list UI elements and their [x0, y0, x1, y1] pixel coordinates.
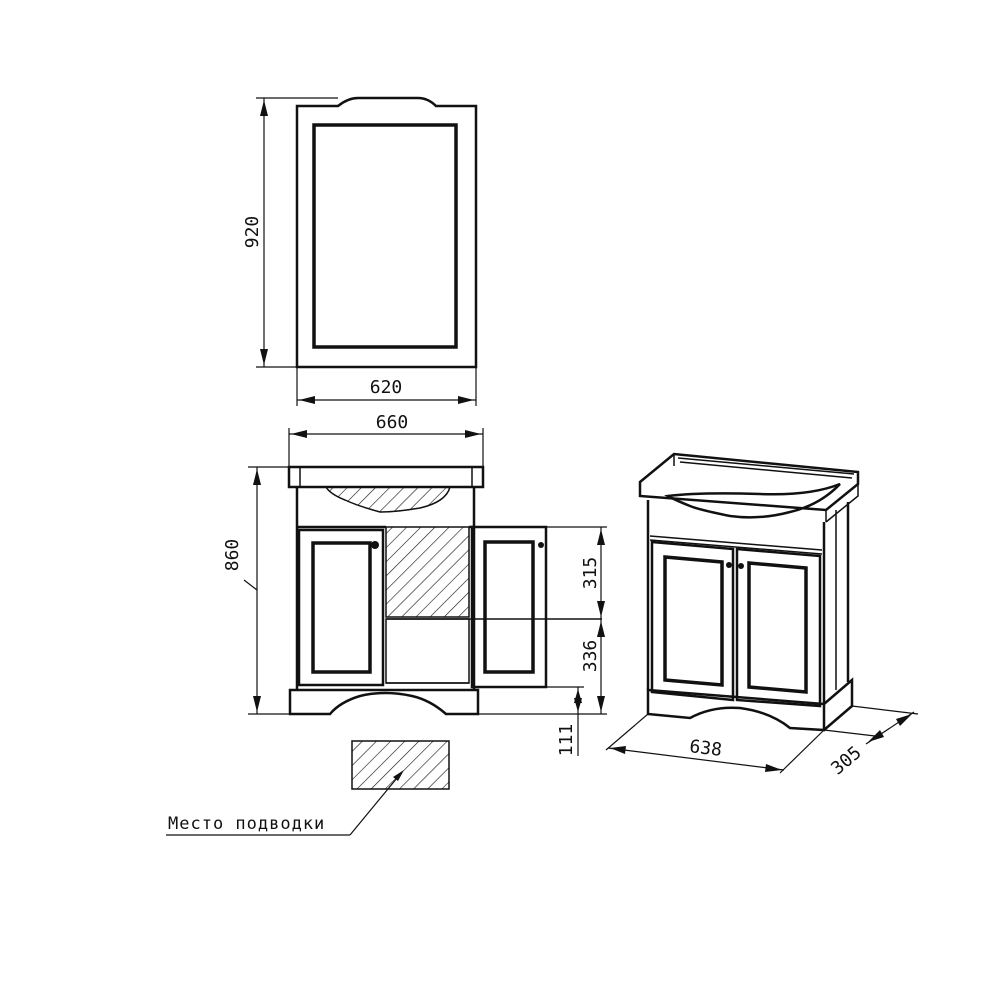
interior-hatched — [385, 526, 470, 618]
iso-width-value: 638 — [688, 736, 723, 761]
left-door-knob — [371, 541, 379, 549]
dimension-mirror-width: 620 — [296, 367, 477, 406]
iso-plinth — [646, 688, 826, 732]
lower-section-value: 336 — [580, 640, 601, 673]
dimension-cabinet-width: 660 — [288, 412, 484, 467]
dimension-plinth-height: 111 — [546, 686, 584, 757]
dimension-upper-section: 315 — [546, 526, 607, 619]
iso-left-knob — [726, 562, 732, 568]
left-door — [297, 528, 385, 687]
dimension-mirror-height: 920 — [242, 97, 338, 368]
right-door — [470, 525, 548, 689]
cabinet-width-value: 660 — [376, 412, 409, 433]
basin-section — [324, 486, 451, 513]
mirror-view: 920 620 — [242, 96, 478, 406]
mirror-height-value: 920 — [242, 216, 263, 249]
connection-zone-hatched — [351, 740, 450, 790]
cabinet-front-view: 660 860 315 336 — [222, 412, 607, 756]
iso-left-door-panel — [663, 555, 724, 687]
cabinet-height-value: 860 — [222, 539, 243, 572]
left-door-panel — [311, 541, 372, 674]
countertop — [287, 465, 485, 489]
plinth-height-value: 111 — [556, 724, 577, 757]
right-door-panel — [483, 540, 535, 674]
right-door-knob — [538, 542, 544, 548]
iso-basin — [664, 482, 841, 519]
iso-left-door — [650, 540, 735, 702]
cabinet-isometric-view: 638 305 — [605, 452, 919, 779]
iso-right-door — [735, 547, 822, 708]
iso-right-door-panel — [747, 561, 808, 694]
iso-depth-value: 305 — [827, 742, 865, 779]
connection-point: Место подводки — [166, 740, 450, 836]
interior-lower — [385, 618, 470, 684]
mirror-outline — [295, 96, 478, 369]
upper-section-value: 315 — [580, 557, 601, 590]
plinth — [288, 688, 480, 716]
mirror-inner-frame — [312, 123, 458, 349]
dimension-lower-section: 336 — [478, 619, 607, 715]
mirror-width-value: 620 — [370, 377, 403, 398]
iso-right-knob — [738, 563, 744, 569]
dimension-cabinet-height: 860 — [222, 466, 290, 715]
iso-countertop-top — [638, 452, 860, 512]
dimension-iso-width: 638 — [605, 713, 825, 774]
connection-point-label: Место подводки — [168, 814, 325, 834]
